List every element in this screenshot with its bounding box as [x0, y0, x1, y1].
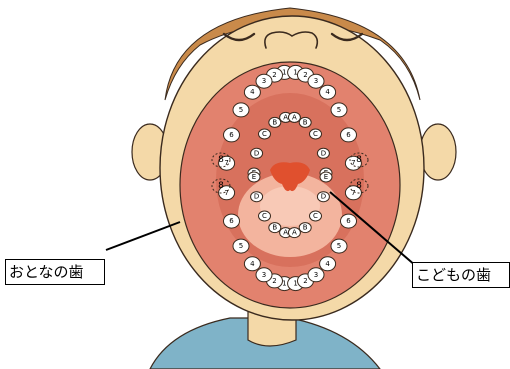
tooth-label: 2: [272, 277, 276, 285]
tooth-child-upper-right-A: A: [288, 112, 300, 122]
tooth-label: E: [252, 173, 256, 181]
tooth-adult-upper-right-6: 6: [341, 128, 357, 142]
tooth-adult-upper-left-5: 5: [233, 103, 249, 117]
tooth-label: 3: [314, 77, 318, 85]
tooth-label: 5: [239, 242, 243, 250]
tooth-label: 3: [262, 77, 266, 85]
tooth-label: C: [262, 130, 267, 138]
tooth-label: 6: [346, 217, 351, 225]
tooth-adult-upper-left-3: 3: [256, 74, 272, 88]
tooth-label: 2: [272, 71, 276, 79]
tooth-adult-lower-left-5: 5: [233, 239, 249, 253]
tooth-label: B: [272, 118, 277, 126]
tooth-child-upper-left-B: B: [269, 117, 281, 127]
tooth-label: 4: [325, 260, 330, 268]
tooth-child-lower-right-D: D: [317, 192, 329, 202]
tooth-label: D: [321, 149, 326, 157]
tooth-label: D: [254, 193, 259, 201]
tooth-label: C: [313, 212, 318, 220]
tooth-label: 5: [337, 242, 341, 250]
tooth-label: 8: [356, 155, 362, 165]
tooth-label: 2: [303, 277, 307, 285]
tooth-adult-lower-left-3: 3: [256, 268, 272, 282]
tooth-adult-lower-right-5: 5: [331, 239, 347, 253]
tooth-child-lower-right-B: B: [299, 223, 311, 233]
tooth-label: 4: [325, 88, 330, 96]
tooth-label: B: [303, 118, 308, 126]
adult-pointer-line: [106, 222, 180, 250]
tooth-label: 8: [356, 181, 362, 191]
tongue-highlight: [260, 186, 320, 226]
tooth-label: C: [313, 130, 318, 138]
tooth-label: A: [283, 229, 288, 237]
tooth-adult-upper-right-5: 5: [331, 103, 347, 117]
tooth-adult-lower-right-6: 6: [341, 214, 357, 228]
tooth-label: 6: [229, 217, 234, 225]
tooth-child-upper-left-C: C: [259, 129, 271, 139]
tooth-child-lower-right-C: C: [310, 211, 322, 221]
tooth-child-upper-right-B: B: [299, 117, 311, 127]
tooth-label: 3: [262, 271, 266, 279]
tooth-label: 8: [218, 181, 224, 191]
tooth-label: A: [292, 229, 297, 237]
tooth-child-lower-left-D: D: [251, 192, 263, 202]
tooth-label: D: [254, 149, 259, 157]
tooth-label: A: [283, 113, 288, 121]
tooth-label: C: [262, 212, 267, 220]
tooth-label: 5: [337, 106, 341, 114]
tooth-label: A: [292, 113, 297, 121]
tooth-adult-upper-left-4: 4: [244, 85, 260, 99]
tooth-adult-upper-right-4: 4: [320, 85, 336, 99]
tooth-label: B: [272, 224, 277, 232]
tooth-child-lower-left-B: B: [269, 223, 281, 233]
tooth-label: 6: [346, 131, 351, 139]
adult-teeth-label: おとなの歯: [5, 259, 105, 285]
tooth-adult-lower-left-4: 4: [244, 257, 260, 271]
tooth-adult-lower-left-6: 6: [224, 214, 240, 228]
tooth-label: 5: [239, 106, 243, 114]
tooth-label: E: [324, 173, 328, 181]
tooth-label: B: [303, 224, 308, 232]
tooth-adult-upper-left-6: 6: [224, 128, 240, 142]
tooth-label: 8: [218, 155, 224, 165]
tooth-adult-upper-right-3: 3: [308, 74, 324, 88]
tooth-label: 4: [250, 88, 255, 96]
tooth-child-lower-right-E: E: [320, 172, 332, 182]
child-teeth-label: こどもの歯: [412, 262, 510, 288]
tooth-label: 3: [314, 271, 318, 279]
tooth-label: D: [321, 193, 326, 201]
tooth-child-upper-right-C: C: [310, 129, 322, 139]
tooth-child-upper-left-D: D: [251, 148, 263, 158]
tooth-label: 6: [229, 131, 234, 139]
tooth-child-upper-right-D: D: [317, 148, 329, 158]
tooth-label: 4: [250, 260, 255, 268]
right-ear: [420, 124, 456, 180]
tooth-adult-lower-right-4: 4: [320, 257, 336, 271]
tooth-child-lower-left-C: C: [259, 211, 271, 221]
tooth-adult-lower-right-3: 3: [308, 268, 324, 282]
tooth-label: 2: [303, 71, 307, 79]
tooth-child-lower-right-A: A: [288, 228, 300, 238]
tooth-child-lower-left-E: E: [248, 172, 260, 182]
